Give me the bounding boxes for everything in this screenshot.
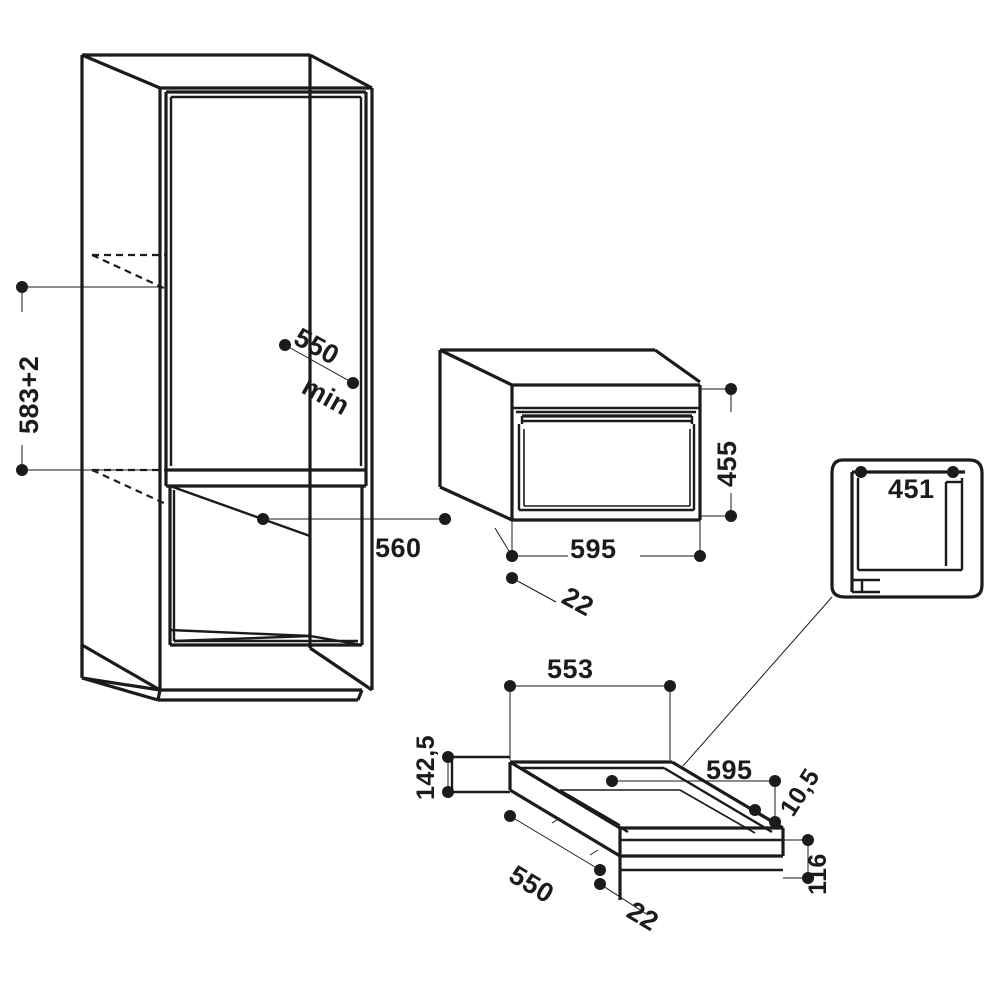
dimension-detail-451: 451 xyxy=(855,466,959,504)
dimension-plan-553: 553 xyxy=(504,654,676,760)
dimension-oven-height: 455 xyxy=(700,383,742,522)
dimension-niche-height: 583+2 xyxy=(14,281,160,476)
dim-label-553: 553 xyxy=(547,654,594,684)
view-detail-callout: 451 xyxy=(682,458,984,767)
dimension-plan-116: 116 xyxy=(783,834,832,895)
dim-label-116: 116 xyxy=(804,853,832,895)
dim-label-451: 451 xyxy=(888,474,935,504)
dim-label-560: 560 xyxy=(375,533,422,563)
dim-label-595-plan: 595 xyxy=(706,755,753,785)
dim-label-142-5: 142,5 xyxy=(412,735,440,800)
dimension-plan-1425: 142,5 xyxy=(412,735,510,800)
dim-label-455: 455 xyxy=(712,440,742,487)
dimension-oven-width: 595 xyxy=(506,520,706,564)
dim-label-583: 583+2 xyxy=(14,356,44,434)
dimension-plan-595: 595 xyxy=(606,755,781,828)
dim-label-595-oven: 595 xyxy=(570,534,617,564)
view-oven-plan: 553 142,5 595 10,5 xyxy=(412,654,832,937)
dimension-niche-width: 560 xyxy=(169,485,451,563)
